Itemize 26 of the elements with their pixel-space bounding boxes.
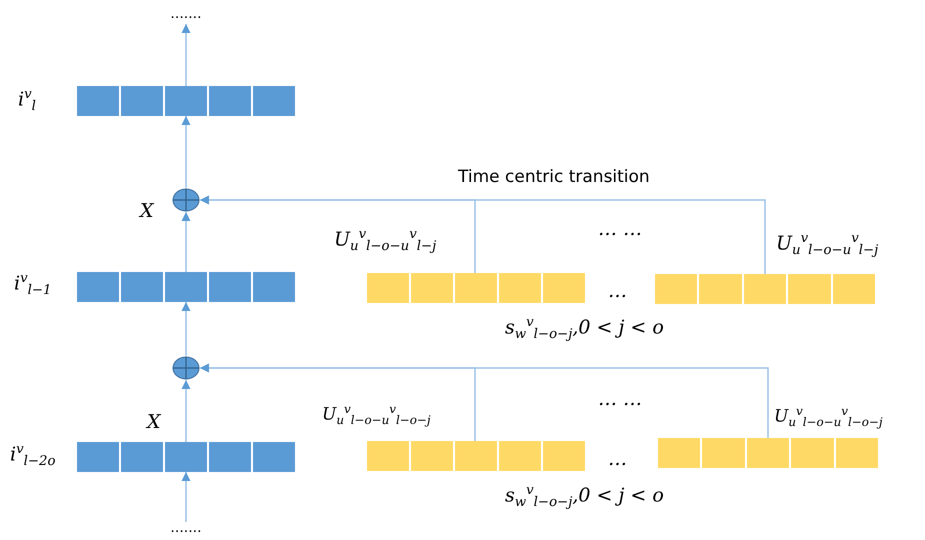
ellipsis: … — [608, 282, 627, 301]
arrow — [182, 24, 190, 86]
operator-label: X — [147, 413, 161, 432]
arrow — [182, 116, 190, 188]
transition-label: Time centric transition — [458, 169, 650, 186]
ellipsis: … … — [598, 220, 642, 239]
arrow — [200, 364, 769, 438]
arrow — [182, 380, 190, 442]
arrow — [182, 472, 190, 522]
operator-label: X — [140, 202, 154, 221]
continuation-dots: ....... — [160, 522, 212, 538]
arrow — [200, 196, 766, 274]
arrow — [182, 212, 190, 272]
vector-bar — [655, 274, 875, 304]
ellipsis: … — [608, 450, 627, 469]
arrow — [182, 302, 190, 356]
vector-bar — [367, 273, 585, 303]
vector-bar — [77, 442, 295, 472]
vector-bar — [367, 441, 585, 471]
sum-operator-icon — [172, 356, 200, 380]
vector-bar — [77, 272, 295, 302]
continuation-dots: ....... — [160, 8, 212, 24]
vector-bar — [77, 86, 295, 116]
vector-bar — [658, 438, 878, 468]
sum-operator-icon — [172, 188, 200, 212]
ellipsis: … … — [598, 390, 642, 409]
